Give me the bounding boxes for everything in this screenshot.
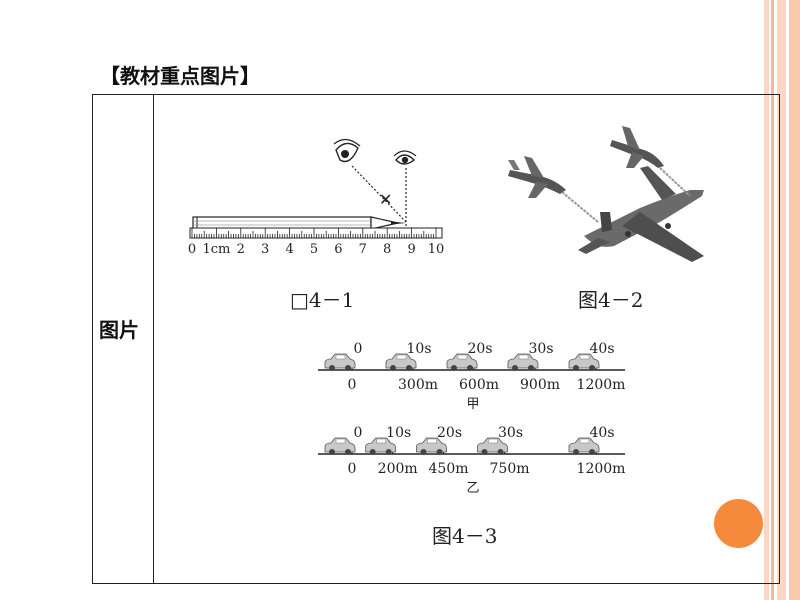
figure-caption-4-1: □4－1 xyxy=(290,288,355,312)
fighter-jet-right xyxy=(610,126,664,168)
time-label: 20s xyxy=(437,425,462,441)
time-label: 40s xyxy=(590,341,615,357)
ruler-tick-label: 2 xyxy=(237,242,245,257)
car-icon xyxy=(568,353,600,371)
ruler-tick-label: 9 xyxy=(407,242,415,257)
car-icon xyxy=(416,437,447,455)
distance-label: 900m xyxy=(520,377,560,393)
distance-label: 0 xyxy=(348,461,357,477)
ruler-tick-label: 7 xyxy=(359,242,367,257)
table-row-label: 图片 xyxy=(99,318,139,342)
table-column-divider xyxy=(153,94,154,584)
decor-orange-circle xyxy=(714,499,763,548)
figure-ruler-reading: ✕ 0 1cm 2 3 4 5 6 7 8 9 10 xyxy=(188,138,445,257)
car-icon xyxy=(568,437,600,455)
ruler-tick-label: 8 xyxy=(383,242,391,257)
car-icon xyxy=(365,437,397,455)
time-label: 30s xyxy=(529,341,554,357)
time-label: 10s xyxy=(407,341,432,357)
refuel-hose-right xyxy=(659,167,691,197)
distance-label: 1200m xyxy=(577,461,626,477)
car-icon xyxy=(385,353,417,371)
refuel-hose-left xyxy=(561,191,599,223)
decor-stripe-3 xyxy=(777,0,786,600)
track-label: 乙 xyxy=(466,481,479,496)
decor-stripe-1 xyxy=(764,0,769,600)
eye-icon-right xyxy=(393,150,417,165)
ruler-tick-label: 5 xyxy=(310,242,318,257)
ruler-tick-label: 3 xyxy=(261,242,269,257)
section-heading: 【教材重点图片】 xyxy=(100,64,260,88)
distance-label: 300m xyxy=(398,377,438,393)
ruler-tick-label: 10 xyxy=(428,242,445,257)
distance-label: 600m xyxy=(459,377,499,393)
car-icon xyxy=(324,353,356,371)
sight-line-slanted xyxy=(351,165,407,223)
tanker-aircraft xyxy=(578,166,704,262)
pencil xyxy=(192,216,406,230)
time-label: 30s xyxy=(498,425,523,441)
cross-mark: ✕ xyxy=(379,190,392,209)
ruler-tick-label: 0 xyxy=(188,242,196,257)
distance-label: 750m xyxy=(490,461,530,477)
time-label: 0 xyxy=(354,425,363,441)
time-label: 40s xyxy=(590,425,615,441)
distance-label: 1200m xyxy=(577,377,626,393)
figure-caption-4-2: 图4－2 xyxy=(578,288,644,312)
car-icon xyxy=(477,437,508,455)
ruler-tick-label: 6 xyxy=(334,242,342,257)
figure-car-motion: 0 0 10s 300m 20s 600m 30s 900m 40s 1200m 甲 0 0 10s 20… xyxy=(318,341,626,496)
content-table xyxy=(92,94,780,584)
ruler xyxy=(189,227,443,239)
distance-label: 200m xyxy=(378,461,418,477)
fighter-jet-left xyxy=(508,156,566,198)
time-label: 10s xyxy=(386,425,411,441)
car-icon xyxy=(507,353,539,371)
eye-icon-left xyxy=(333,138,361,163)
figure-aerial-refueling xyxy=(508,126,704,262)
ruler-tick-label: 1cm xyxy=(202,242,230,257)
car-icon xyxy=(446,353,478,371)
car-icon xyxy=(324,437,356,455)
distance-label: 0 xyxy=(348,377,357,393)
track-label: 甲 xyxy=(466,397,479,412)
time-label: 20s xyxy=(468,341,493,357)
decor-stripe-4 xyxy=(789,0,800,600)
distance-label: 450m xyxy=(429,461,469,477)
decor-stripe-2 xyxy=(771,0,774,600)
time-label: 0 xyxy=(354,341,363,357)
figure-caption-4-3: 图4－3 xyxy=(432,524,498,548)
ruler-tick-label: 4 xyxy=(285,242,293,257)
